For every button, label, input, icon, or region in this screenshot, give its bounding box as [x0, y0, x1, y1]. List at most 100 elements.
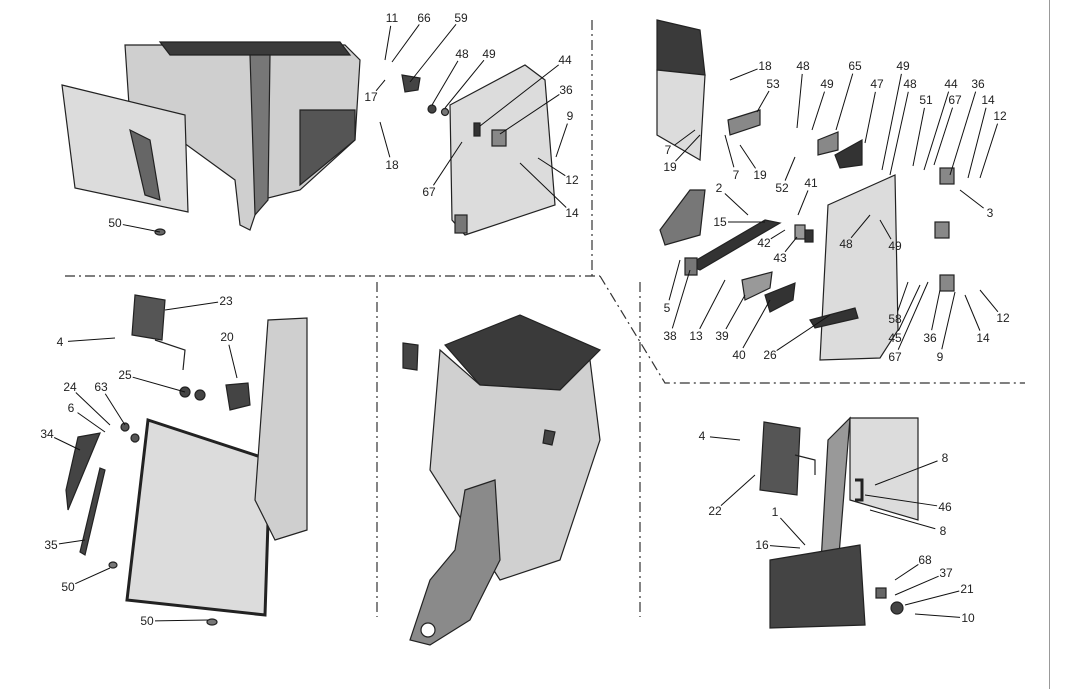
leader-line-26	[776, 314, 831, 351]
leader-line-12	[979, 123, 999, 179]
callout-label-48: 48	[455, 47, 469, 61]
leader-line-39	[725, 294, 746, 330]
leader-line-68	[894, 564, 919, 581]
leader-line-9	[555, 123, 568, 158]
leader-line-37	[894, 575, 939, 596]
callout-label-58: 58	[888, 312, 902, 326]
callout-label-11: 11	[385, 11, 399, 25]
callout-label-47: 47	[870, 77, 884, 91]
leader-line-53	[756, 90, 770, 113]
leader-line-48	[431, 60, 459, 106]
leader-line-65	[835, 73, 854, 131]
leader-line-14	[967, 107, 987, 179]
leader-line-16	[769, 545, 801, 549]
callout-label-23: 23	[219, 294, 233, 308]
callout-label-49: 49	[482, 47, 496, 61]
callout-label-6: 6	[67, 401, 75, 415]
callout-label-49: 49	[896, 59, 910, 73]
leader-line-18	[729, 68, 758, 81]
callout-label-15: 15	[713, 215, 727, 229]
callout-label-4: 4	[698, 429, 706, 443]
leader-line-21	[904, 590, 960, 606]
leader-line-49	[879, 219, 892, 240]
leader-line-13	[699, 279, 726, 330]
callout-label-12: 12	[996, 311, 1010, 325]
callout-label-42: 42	[757, 236, 771, 250]
callout-leader-lines	[53, 23, 999, 622]
callout-label-18: 18	[385, 158, 399, 172]
leader-line-43	[784, 236, 798, 253]
callout-label-35: 35	[44, 538, 58, 552]
callout-label-10: 10	[961, 611, 975, 625]
leader-line-38	[671, 269, 691, 329]
leader-line-22	[720, 474, 756, 507]
leader-line-3	[959, 189, 984, 209]
leader-line-5	[668, 259, 681, 301]
callout-label-59: 59	[454, 11, 468, 25]
leader-line-67	[432, 141, 463, 186]
leader-line-49	[444, 59, 485, 109]
callout-label-40: 40	[732, 348, 746, 362]
callout-label-48: 48	[903, 77, 917, 91]
callout-label-18: 18	[758, 59, 772, 73]
leader-line-7	[724, 134, 735, 168]
leader-line-51	[912, 107, 925, 167]
callout-label-9: 9	[566, 109, 574, 123]
section-dividers	[65, 20, 1025, 617]
callout-label-16: 16	[755, 538, 769, 552]
side-window-left-door	[401, 64, 556, 236]
callout-label-9: 9	[936, 350, 944, 364]
leader-line-24	[75, 392, 111, 426]
leader-line-67	[897, 281, 929, 350]
leader-line-36	[931, 289, 941, 331]
cab-front-window-assembly	[61, 41, 361, 236]
leader-line-58	[897, 281, 909, 312]
leader-line-49	[811, 91, 825, 131]
callout-label-53: 53	[766, 77, 780, 91]
leader-line-10	[914, 613, 961, 618]
callout-label-46: 46	[938, 500, 952, 514]
leader-line-42	[770, 229, 786, 240]
leader-line-8	[874, 460, 938, 486]
leader-line-41	[797, 190, 809, 216]
callout-label-12: 12	[993, 109, 1007, 123]
callout-label-50: 50	[108, 216, 122, 230]
callout-label-22: 22	[708, 504, 722, 518]
callout-label-21: 21	[960, 582, 974, 596]
leader-line-17	[375, 79, 386, 92]
leader-line-34	[53, 437, 81, 451]
leader-line-6	[77, 412, 106, 433]
callout-label-5: 5	[663, 301, 671, 315]
callout-label-13: 13	[689, 329, 703, 343]
leader-line-67	[933, 107, 954, 166]
callout-label-44: 44	[558, 53, 572, 67]
callout-label-44: 44	[944, 77, 958, 91]
leader-line-48	[889, 91, 909, 176]
leader-line-9	[941, 291, 956, 350]
leader-line-18	[379, 121, 391, 158]
callout-label-45: 45	[888, 331, 902, 345]
callout-label-36: 36	[923, 331, 937, 345]
page-edge-border	[1049, 0, 1050, 689]
callout-label-48: 48	[839, 237, 853, 251]
leader-line-14	[519, 162, 567, 208]
leader-line-2	[724, 193, 749, 216]
callout-label-37: 37	[939, 566, 953, 580]
leader-line-46	[864, 494, 938, 507]
callout-label-3: 3	[986, 206, 994, 220]
leader-line-20	[228, 344, 238, 379]
callout-label-50: 50	[140, 614, 154, 628]
callout-label-51: 51	[919, 93, 933, 107]
callout-label-34: 34	[40, 427, 54, 441]
leader-line-48	[796, 73, 803, 129]
callout-label-48: 48	[796, 59, 810, 73]
callout-label-63: 63	[94, 380, 108, 394]
callout-label-8: 8	[939, 524, 947, 538]
leader-line-63	[104, 393, 126, 426]
leader-line-25	[132, 376, 186, 393]
mirror-wiper-assembly	[65, 294, 308, 626]
leader-line-47	[864, 91, 876, 144]
leader-line-19	[675, 134, 701, 162]
callout-label-36: 36	[559, 83, 573, 97]
callout-label-68: 68	[918, 553, 932, 567]
